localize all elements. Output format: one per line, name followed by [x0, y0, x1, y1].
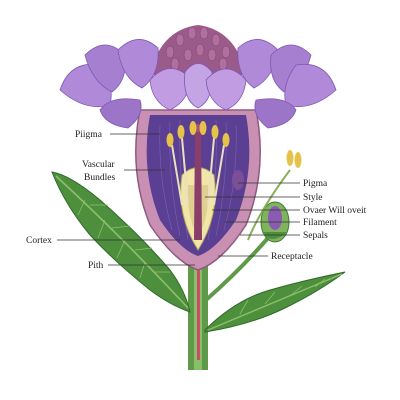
petals	[59, 39, 337, 129]
label-filament: Filament	[303, 218, 337, 228]
label-sepals: Sepals	[303, 231, 328, 241]
left-leaf	[51, 171, 191, 313]
stamens	[166, 121, 230, 206]
label-piigma: Piigma	[75, 130, 103, 140]
labels: Piigma Vascular Bundles Cortex Pith Pigm…	[26, 130, 367, 271]
right-leaf	[204, 271, 346, 333]
label-cortex: Cortex	[26, 236, 52, 246]
top-bud-cluster	[150, 25, 246, 75]
stem	[188, 210, 208, 370]
leader-lines	[57, 133, 300, 266]
external-stamen	[232, 150, 302, 241]
label-style: Style	[303, 193, 323, 203]
label-pith: Pith	[88, 261, 104, 271]
label-bundles: Bundles	[84, 173, 115, 183]
label-pigma: Pigma	[303, 179, 328, 189]
label-receptacle: Receptacle	[271, 252, 313, 262]
label-vascular: Vascular	[82, 160, 116, 170]
label-ovary: Ovaer Will oveit	[303, 206, 367, 216]
